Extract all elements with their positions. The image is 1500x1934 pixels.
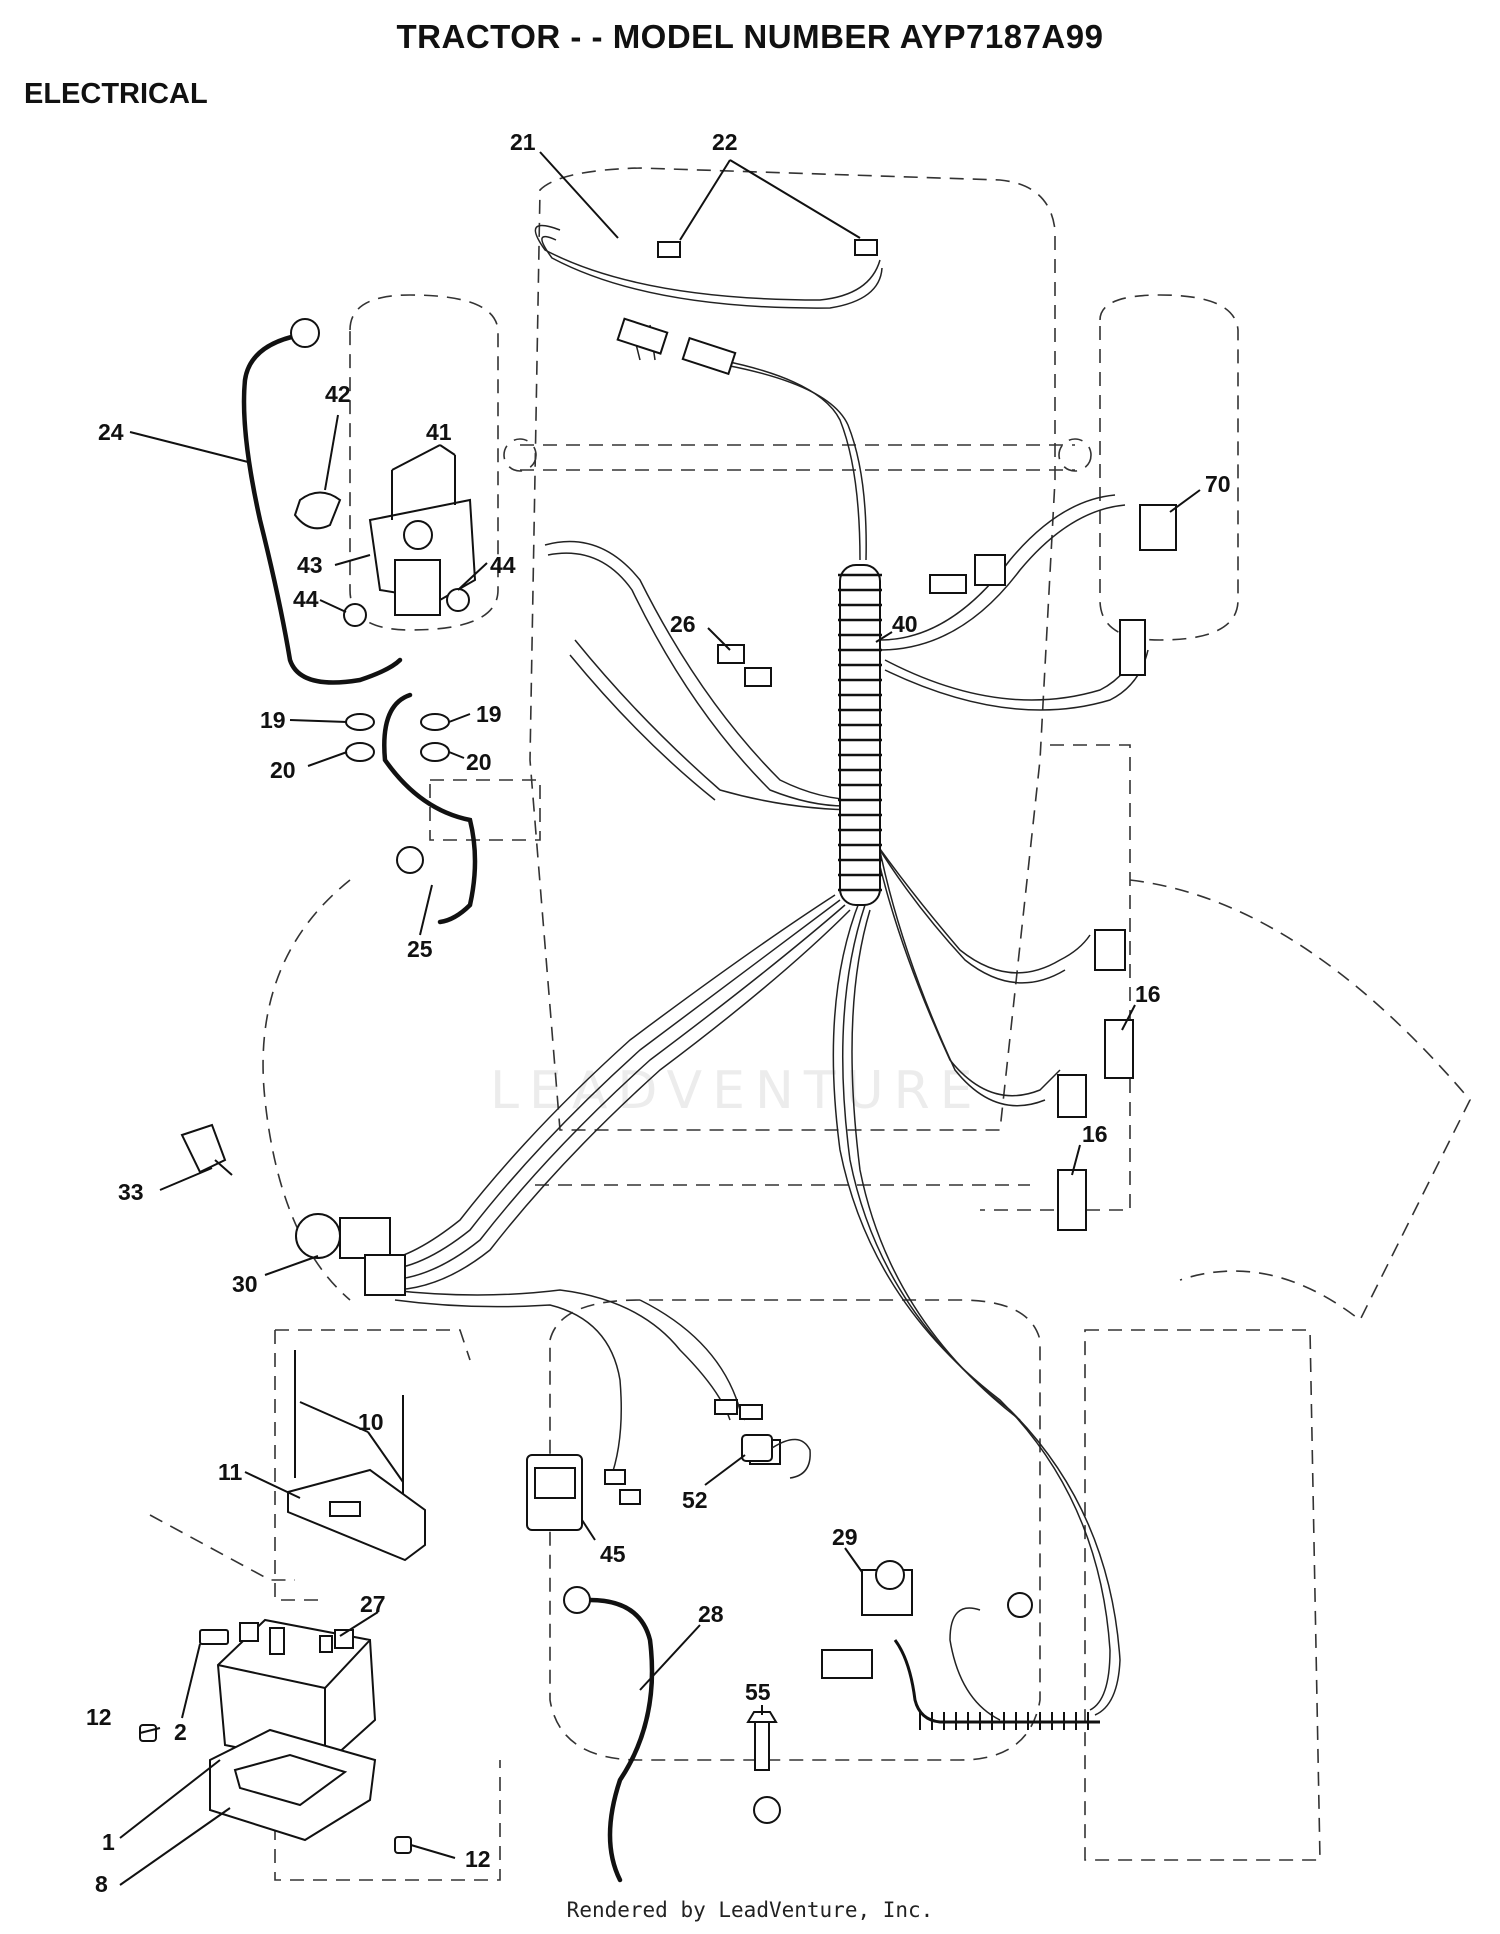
callout-10: 10 (358, 1409, 384, 1435)
callout-20-left: 20 (270, 757, 296, 783)
coil-cord (893, 1639, 1100, 1730)
ground-screw (746, 1711, 778, 1771)
watermark-text: LEADVENTURE (490, 1061, 983, 1121)
wiring-harness (374, 224, 1149, 1721)
battery-tray (209, 1728, 377, 1842)
callout-25: 25 (407, 936, 433, 962)
leader-lines (119, 151, 1201, 1886)
callout-22: 22 (712, 129, 738, 155)
callout-44-right: 44 (490, 552, 516, 578)
solenoid-assembly (293, 455, 477, 627)
callout-labels: 21 22 24 42 41 43 44 44 19 19 20 20 25 2… (86, 129, 1231, 1897)
callout-21: 21 (510, 129, 536, 155)
callout-43: 43 (297, 552, 323, 578)
callout-8: 8 (95, 1871, 108, 1897)
ring-terminals (290, 318, 1033, 1824)
callout-12-right: 12 (465, 1846, 491, 1872)
callout-55: 55 (745, 1679, 771, 1705)
callout-19-right: 19 (476, 701, 502, 727)
battery-hold-down (287, 1350, 426, 1562)
callout-2: 2 (174, 1719, 187, 1745)
callout-33: 33 (118, 1179, 144, 1205)
fuse (741, 1434, 811, 1479)
chassis-outline (149, 167, 1471, 1881)
callout-24: 24 (98, 419, 124, 445)
page-title: TRACTOR - - MODEL NUMBER AYP7187A99 (396, 18, 1104, 55)
connectors (604, 239, 1177, 1679)
callout-28: 28 (698, 1601, 724, 1627)
ignition-switch (295, 1213, 406, 1296)
harness-coil (838, 564, 882, 906)
section-title: ELECTRICAL (24, 78, 208, 110)
callout-52: 52 (682, 1487, 708, 1513)
callout-70: 70 (1205, 471, 1231, 497)
callout-40: 40 (892, 611, 918, 637)
switch-29 (861, 1560, 913, 1616)
callout-26: 26 (670, 611, 696, 637)
ignition-key (180, 1123, 233, 1176)
callout-44-left: 44 (293, 586, 319, 612)
callout-16-upper: 16 (1135, 981, 1161, 1007)
battery-cables (241, 332, 655, 1883)
callout-19-left: 19 (260, 707, 286, 733)
callout-11: 11 (218, 1459, 243, 1485)
callout-42: 42 (325, 381, 351, 407)
callout-16-lower: 16 (1082, 1121, 1108, 1147)
callout-41: 41 (426, 419, 452, 445)
footer-credit: Rendered by LeadVenture, Inc. (566, 1898, 934, 1922)
terminal-washers (345, 713, 450, 762)
callout-12-left: 12 (86, 1704, 112, 1730)
callout-29: 29 (832, 1524, 858, 1550)
callout-1: 1 (102, 1829, 115, 1855)
callout-45: 45 (600, 1541, 626, 1567)
ammeter (526, 1454, 583, 1531)
callout-30: 30 (232, 1271, 258, 1297)
callout-20-right: 20 (466, 749, 492, 775)
callout-27: 27 (360, 1591, 386, 1617)
